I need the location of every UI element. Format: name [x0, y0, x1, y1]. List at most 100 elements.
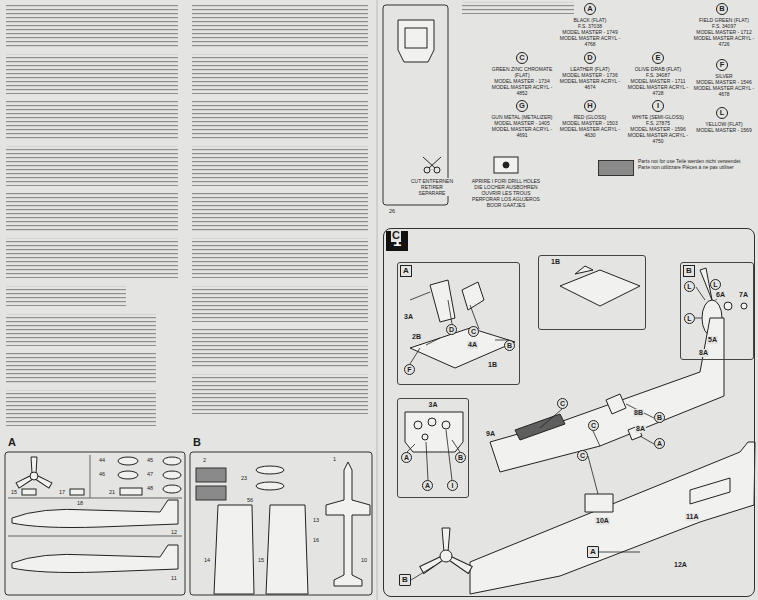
part-number: 44	[98, 457, 106, 463]
callout-letter: D	[587, 54, 592, 62]
callout-letter: L	[687, 283, 691, 290]
callout-letter: B	[458, 454, 463, 461]
callout-letter: B	[683, 265, 695, 277]
detail-inset: BLLL	[680, 262, 754, 360]
callout-number: 5A	[707, 336, 718, 344]
callout-circle: D	[584, 52, 596, 64]
paint-spec: MODEL MASTER ACRYL - 4726	[692, 35, 756, 47]
callout-number: 8A	[698, 349, 709, 357]
legend-swatch	[598, 160, 634, 176]
view-marker: A	[587, 546, 599, 558]
callout-circle: A	[584, 3, 596, 15]
callout-circle: B	[654, 412, 665, 423]
callout-circle: F	[716, 59, 728, 71]
callout-letter: H	[587, 102, 592, 110]
part-number: 12	[170, 529, 178, 535]
callout-number: 8B	[633, 409, 644, 417]
callout-number: 7A	[738, 291, 749, 299]
paint-spec: MODEL MASTER ACRYL - 4768	[558, 35, 622, 47]
callout-letter: F	[407, 366, 411, 373]
part-number: 46	[98, 471, 106, 477]
part-number: 45	[146, 457, 154, 463]
detail-inset: 1B	[538, 255, 646, 330]
callout-letter: 3A	[398, 401, 468, 408]
detail-inset: 3A A B A I	[397, 398, 469, 498]
part-number: 15	[10, 489, 18, 495]
callout-circle: C	[557, 398, 568, 409]
symbol-caption: APRIRE I FORI DRILL HOLES DIE LOCHER AUS…	[471, 178, 541, 208]
callout-letter: C	[471, 328, 476, 335]
callout-circle: A	[422, 480, 433, 491]
callout-number: 3A	[403, 313, 414, 321]
callout-letter: A	[590, 548, 596, 556]
paint-spec: MODEL MASTER ACRYL - 4691	[490, 126, 554, 138]
part-number: 21	[108, 489, 116, 495]
callout-circle: C	[577, 450, 588, 461]
callout-number: 10A	[595, 517, 610, 525]
callout-letter: B	[719, 5, 724, 13]
sprue-letter: A	[7, 436, 17, 449]
part-number: 11	[170, 575, 178, 581]
symbol-caption: CUT ENTFERNEN RETIRER SEPARARE	[409, 178, 455, 196]
sprue-letter: C	[391, 229, 401, 242]
callout-circle: H	[584, 100, 596, 112]
callout-circle: D	[446, 324, 457, 335]
paint-spec: GREEN ZINC CHROMATE (FLAT)	[490, 66, 554, 78]
callout-letter: C	[580, 452, 585, 459]
part-number: 2	[202, 457, 207, 463]
detail-inset: A D C B F	[397, 262, 520, 385]
callout-circle: L	[684, 281, 695, 292]
callout-letter: E	[655, 54, 660, 62]
callout-circle: C	[588, 420, 599, 431]
callout-circle: C	[516, 52, 528, 64]
callout-circle: B	[455, 452, 466, 463]
paint-spec: MODEL MASTER ACRYL - 4750	[626, 132, 690, 144]
paint-spec: MODEL MASTER ACRYL - 4678	[692, 85, 756, 97]
callout-number: 9A	[485, 430, 496, 438]
sprue-letter: B	[192, 436, 202, 449]
callout-letter: A	[400, 265, 412, 277]
callout-letter: L	[713, 281, 717, 288]
part-number: 23	[240, 475, 248, 481]
part-number: 17	[58, 489, 66, 495]
callout-letter: A	[425, 482, 430, 489]
callout-letter: A	[587, 5, 592, 13]
callout-letter: B	[402, 576, 408, 584]
paint-spec: MODEL MASTER ACRYL - 4852	[490, 84, 554, 96]
callout-circle: L	[684, 313, 695, 324]
callout-letter: I	[657, 102, 659, 110]
callout-circle: L	[710, 279, 721, 290]
callout-circle: E	[652, 52, 664, 64]
part-number: 48	[146, 485, 154, 491]
callout-letter: D	[449, 326, 454, 333]
callout-letter: B	[507, 342, 512, 349]
callout-number: 8A	[635, 425, 646, 433]
callout-circle: C	[468, 326, 479, 337]
callout-letter: F	[720, 61, 725, 69]
callout-letter: L	[720, 109, 725, 117]
callout-letter: A	[657, 440, 662, 447]
part-number: 47	[146, 471, 154, 477]
callout-circle: I	[447, 480, 458, 491]
part-number: 15	[257, 557, 265, 563]
part-number: 18	[76, 500, 84, 506]
callout-number: 12A	[673, 561, 688, 569]
callout-letter: C	[591, 422, 596, 429]
callout-number: 1B	[487, 361, 498, 369]
part-number: 56	[246, 497, 254, 503]
callout-number: 11A	[685, 513, 699, 521]
step-panel: 1ADCBFBLLL3AABAI1BCCCBAAB	[383, 228, 755, 597]
callout-letter: 1B	[551, 258, 560, 265]
callout-letter: A	[404, 454, 409, 461]
callout-letter: C	[560, 400, 565, 407]
legend-text: Parts not for use Teile werden nicht ver…	[638, 158, 748, 170]
part-number: 13	[312, 517, 320, 523]
callout-number: 2B	[411, 333, 422, 341]
paint-spec: MODEL MASTER ACRYL - 4674	[558, 78, 622, 90]
paint-spec: MODEL MASTER ACRYL - 4630	[558, 126, 622, 138]
callout-circle: F	[404, 364, 415, 375]
callout-circle: B	[504, 340, 515, 351]
callout-circle: I	[652, 100, 664, 112]
view-marker: B	[399, 574, 411, 586]
callout-circle: L	[716, 107, 728, 119]
